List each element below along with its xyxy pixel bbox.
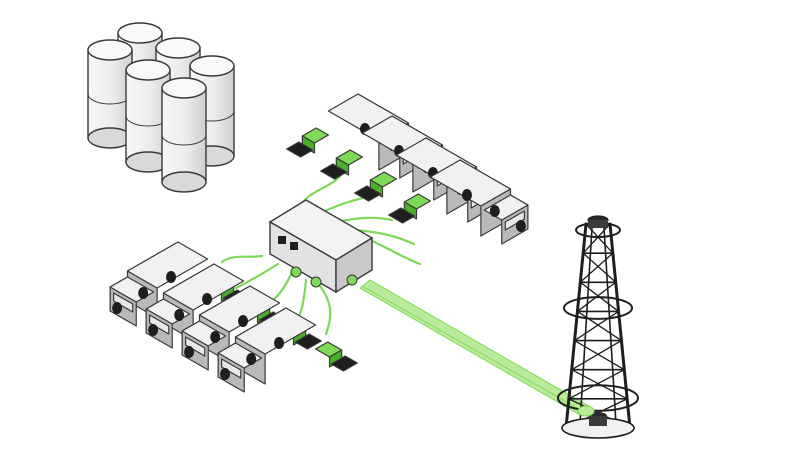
pump-grate	[388, 207, 416, 224]
truck-wheel	[461, 189, 472, 201]
truck-wheel	[238, 315, 249, 327]
truck-wheel	[246, 353, 257, 365]
pump-unit	[354, 171, 398, 202]
pipeline-endpoint	[577, 405, 595, 417]
truck-wheel	[184, 346, 195, 358]
pump-truck-icon	[145, 263, 286, 349]
derrick-strut	[576, 310, 623, 342]
pump-unit	[388, 193, 432, 224]
derrick-platform	[557, 384, 639, 412]
pump-truck-fleet	[109, 93, 529, 393]
truck-wheel	[515, 220, 526, 232]
truck-wheel	[210, 331, 221, 343]
derrick-strut	[564, 222, 588, 430]
truck-wheel	[166, 271, 177, 283]
derrick-strut	[579, 252, 614, 283]
truck-windshield	[149, 314, 170, 335]
pump-unit	[314, 341, 358, 372]
pump-grate	[330, 355, 358, 372]
pump-grate	[320, 163, 348, 180]
derrick-strut	[573, 339, 625, 371]
storage-tank-icon	[87, 39, 133, 149]
truck-wheel	[174, 309, 185, 321]
pump-grate	[294, 333, 322, 350]
truck-wheel	[138, 287, 149, 299]
main-pipeline	[359, 279, 593, 417]
truck-windshield	[504, 210, 525, 231]
truck-wheel	[202, 293, 213, 305]
derrick-strut	[571, 339, 623, 371]
truck-wheel	[220, 368, 231, 380]
pump-grate	[354, 185, 382, 202]
derrick-strut	[582, 223, 611, 254]
truck-wheel	[148, 324, 159, 336]
derrick-crown-body	[588, 220, 608, 228]
truck-wheel	[274, 337, 285, 349]
storage-tank-icon	[161, 77, 207, 193]
truck-windshield	[221, 358, 242, 379]
derrick-platform	[563, 296, 633, 320]
truck-wheel	[489, 205, 500, 217]
derrick-strut	[582, 252, 617, 283]
truck-roof-panel	[198, 285, 281, 333]
truck-roof-panel	[429, 159, 512, 207]
truck-roof-panel	[162, 263, 245, 311]
wellhead-body	[589, 416, 607, 426]
truck-wheel	[112, 302, 123, 314]
truck-windshield	[113, 292, 134, 313]
truck-windshield	[185, 336, 206, 357]
pump-unit	[320, 149, 364, 180]
pump-unit	[286, 127, 330, 158]
derrick-strut	[608, 222, 632, 430]
truck-roof-panel	[126, 241, 209, 289]
derrick-strut	[585, 223, 614, 254]
storage-tank-cluster	[87, 22, 235, 193]
derrick-strut	[573, 310, 620, 342]
pump-truck-icon	[217, 307, 358, 393]
drilling-derrick-icon	[557, 215, 639, 439]
truck-roof-panel	[234, 307, 317, 355]
pump-truck-icon	[388, 159, 529, 245]
pump-grate	[286, 141, 314, 158]
manifold-icon	[268, 199, 374, 294]
